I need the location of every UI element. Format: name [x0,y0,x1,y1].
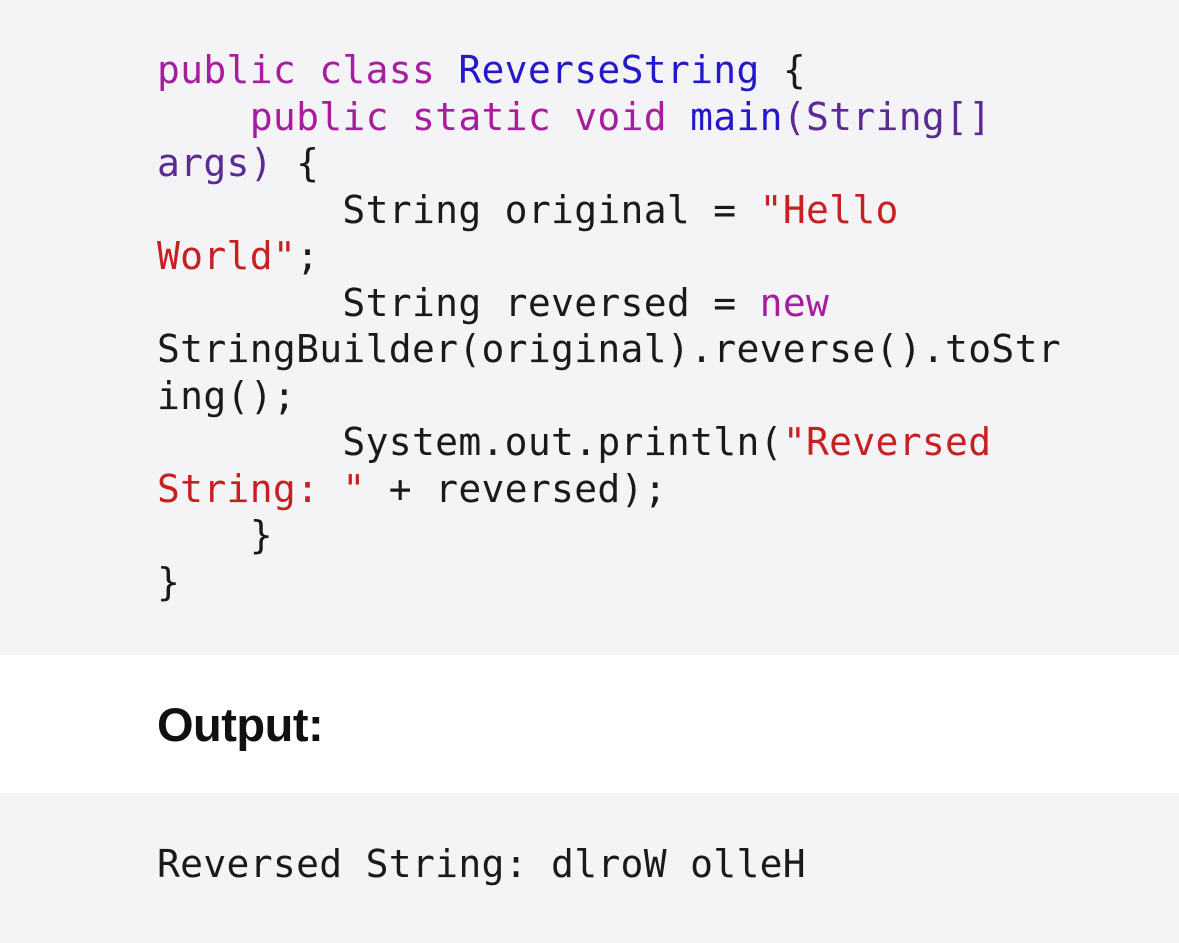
code-token: } [157,513,273,557]
string-token: "Reversed [782,420,992,464]
code-token: + reversed); [365,466,667,511]
string-token: String: " [157,466,366,511]
code-token: { [759,48,807,92]
code-line: String reversed = new [157,280,1061,327]
code-token: String original = [157,187,760,232]
code-line: String original = "Hello [157,187,1061,234]
output-block: Reversed String: dlroW olleH [0,793,1179,943]
code-line: World"; [157,233,1061,280]
string-token: "Hello [759,187,899,232]
class-name-token: ReverseString [458,48,760,92]
code-line: } [157,559,1061,606]
code-line: System.out.println("Reversed [157,419,1061,466]
output-heading: Output: [157,698,324,751]
keyword-token: public class [157,48,459,92]
code-line: args) { [157,140,1061,187]
code-token: StringBuilder(original).reverse().toStr [157,327,1061,371]
parameter-token: (String[] [782,94,992,139]
string-token: World" [157,234,297,278]
code-token: { [272,141,320,185]
code-line: StringBuilder(original).reverse().toStr [157,326,1061,373]
code-line: ing(); [157,373,1061,420]
code-block: public class ReverseString { public stat… [0,0,1179,655]
keyword-token: new [759,280,830,325]
class-name-token: main [690,94,783,139]
code-line: public static void main(String[] [157,94,1061,141]
code-line: public class ReverseString { [157,47,1061,94]
code-line: String: " + reversed); [157,466,1061,513]
code-token: ; [296,234,320,278]
code-token: System.out.println( [157,420,783,464]
code-line: } [157,512,1061,559]
parameter-token: args) [157,141,273,185]
output-text: Reversed String: dlroW olleH [157,842,806,886]
output-section: Output: [0,655,1179,793]
code-listing: public class ReverseString { public stat… [157,47,1061,605]
code-token [157,95,250,139]
code-token: } [157,559,181,604]
code-token: ing(); [157,373,297,418]
code-token: String reversed = [157,280,760,325]
keyword-token: public static void [249,94,691,139]
